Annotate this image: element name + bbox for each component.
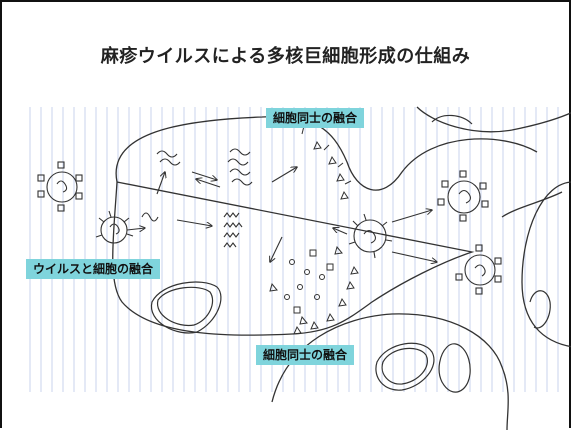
virus-particles: [37, 161, 502, 295]
slide-title: 麻疹ウイルスによる多核巨細胞形成の仕組み: [100, 46, 471, 67]
virus-particle: [437, 170, 489, 222]
rna-squiggles: [141, 148, 253, 248]
label-cell-fusion-bottom: 細胞同士の融合: [256, 345, 355, 365]
right-cell-outline: [521, 181, 571, 348]
top-right-cell-outline: [416, 106, 571, 133]
process-arrows: [126, 167, 437, 262]
label-virus-cell-fusion: ウイルスと細胞の融合: [26, 259, 161, 279]
host-cell-outline: [112, 115, 563, 336]
ruled-paper: [29, 107, 559, 392]
virus-particle: [348, 213, 393, 259]
virus-particle: [37, 161, 83, 212]
viral-proteins: [269, 245, 343, 325]
nucleus-shapes: [150, 114, 551, 393]
neighbor-cell-outline: [271, 313, 509, 430]
membrane-proteins: [293, 125, 359, 335]
label-cell-fusion-top: 細胞同士の融合: [266, 108, 365, 128]
virus-particle: [95, 210, 134, 244]
virus-particle: [455, 244, 502, 295]
